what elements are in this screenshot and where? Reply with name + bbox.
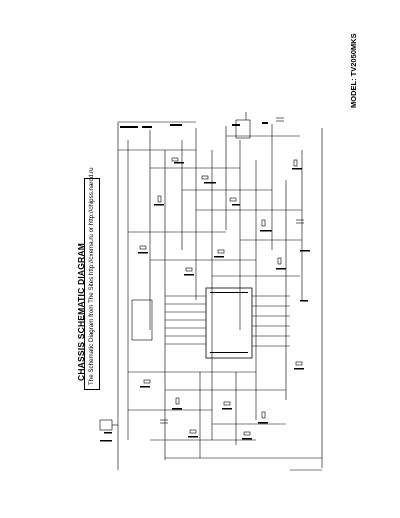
connector-block [99,419,113,431]
ic-top [235,119,251,139]
source-banner-box [84,178,100,390]
component-labels [100,122,310,442]
main-ic [205,287,253,359]
ic-left [131,299,153,341]
